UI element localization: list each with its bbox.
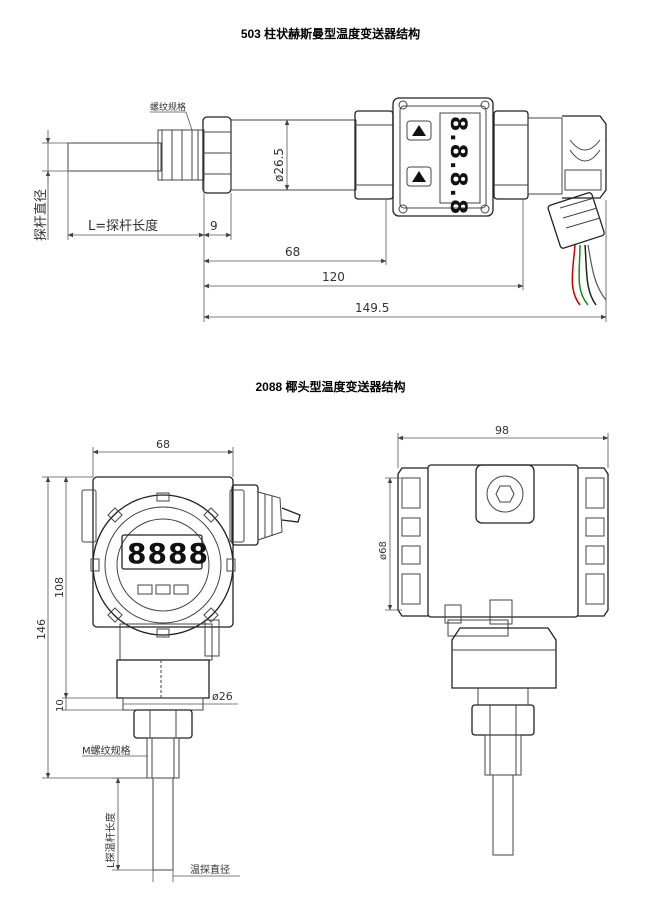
dim-10-label: 10 — [55, 699, 66, 712]
dim-68: 68 — [203, 199, 387, 265]
probe-length-front: L探温杆长度 — [104, 777, 153, 871]
dim-d26: ø26 — [123, 690, 238, 705]
dim-68-front-label: 68 — [156, 438, 170, 451]
dim-d26-5-label: ø26.5 — [272, 148, 286, 182]
dim-d68-label: ø68 — [378, 541, 389, 560]
housing-cover — [92, 494, 234, 636]
probe-length-label: L=探杆长度 — [88, 218, 158, 234]
probe-diameter-front-label: 温探直径 — [190, 863, 230, 876]
display-head: 8.8.8.8 — [392, 97, 494, 217]
lcd-window — [121, 534, 203, 570]
dim-98-label: 98 — [495, 424, 509, 437]
m-thread-label: M螺纹规格 — [82, 744, 131, 757]
dim-120-label: 120 — [322, 270, 345, 284]
thread-callout-front: M螺纹规格 — [82, 744, 148, 757]
diagram-2088-front: 8888 68 — [35, 438, 301, 882]
side-neck — [451, 627, 557, 689]
button-icon-3 — [173, 584, 189, 595]
cable-gland — [231, 484, 301, 546]
dim-68-label: 68 — [285, 245, 300, 259]
housing-body — [92, 476, 234, 628]
lcd-digits: 8.8.8.8 — [445, 116, 470, 216]
dim-98: 98 — [397, 424, 609, 468]
lcd-digits: 8888 — [127, 537, 209, 570]
dim-146: 146 — [35, 476, 147, 779]
hessmann-connector — [527, 115, 607, 306]
dim-120: 120 — [203, 199, 524, 290]
lower-ring — [354, 110, 394, 200]
title-2088: 2088 椰头型温度变送器结构 — [255, 380, 406, 394]
dim-d68: ø68 — [378, 477, 402, 611]
diagram-2088-side: 98 ø68 — [378, 424, 609, 856]
dim-149-5-label: 149.5 — [355, 301, 389, 315]
top-gland — [475, 464, 535, 524]
lcd-window — [439, 112, 481, 204]
probe-diameter-dimension: 探杆直径 — [34, 130, 70, 241]
cylinder-body — [230, 119, 357, 191]
dim-10: 10 — [55, 698, 123, 712]
probe-rod — [152, 777, 174, 871]
hex-bolt-icon — [495, 485, 515, 503]
dim-d26-label: ø26 — [212, 690, 233, 703]
dim-108-label: 108 — [53, 577, 66, 598]
dim-9-label: 9 — [210, 219, 218, 233]
side-probe — [492, 774, 514, 856]
triangle-down-icon — [412, 171, 426, 182]
thread-section — [157, 129, 205, 181]
dim-149-5: 149.5 — [203, 200, 607, 322]
probe-diameter-front: 温探直径 — [152, 863, 240, 882]
button-icon-1 — [137, 584, 153, 595]
triangle-up-icon — [412, 125, 426, 136]
thread-label: 螺纹规格 — [150, 101, 186, 113]
dim-108: 108 — [53, 476, 117, 699]
up-button-icon — [406, 120, 432, 141]
right-cap — [578, 467, 609, 617]
dim-d26-5: ø26.5 — [272, 119, 290, 191]
dim-9: 9 — [203, 193, 232, 240]
probe-length-front-label: L探温杆长度 — [104, 812, 117, 868]
dim-68-front: 68 — [92, 438, 234, 477]
probe-diameter-label: 探杆直径 — [34, 189, 49, 241]
hex-nut — [133, 709, 193, 739]
thread-callout: 螺纹规格 — [150, 101, 193, 131]
dim-146-label: 146 — [35, 619, 48, 640]
side-body — [427, 464, 579, 618]
button-icon-2 — [155, 584, 171, 595]
upper-ring — [493, 110, 529, 200]
probe-rod — [67, 142, 162, 172]
title-503: 503 柱状赫斯曼型温度变送器结构 — [240, 27, 421, 41]
down-button-icon — [406, 166, 432, 187]
diagram-503: 8.8.8.8 螺纹规格 — [34, 97, 607, 322]
neck — [116, 659, 210, 699]
left-cap — [397, 467, 428, 617]
hex-nut — [202, 116, 232, 194]
probe-length-dimension: L=探杆长度 — [67, 171, 205, 322]
side-hex — [471, 704, 535, 736]
